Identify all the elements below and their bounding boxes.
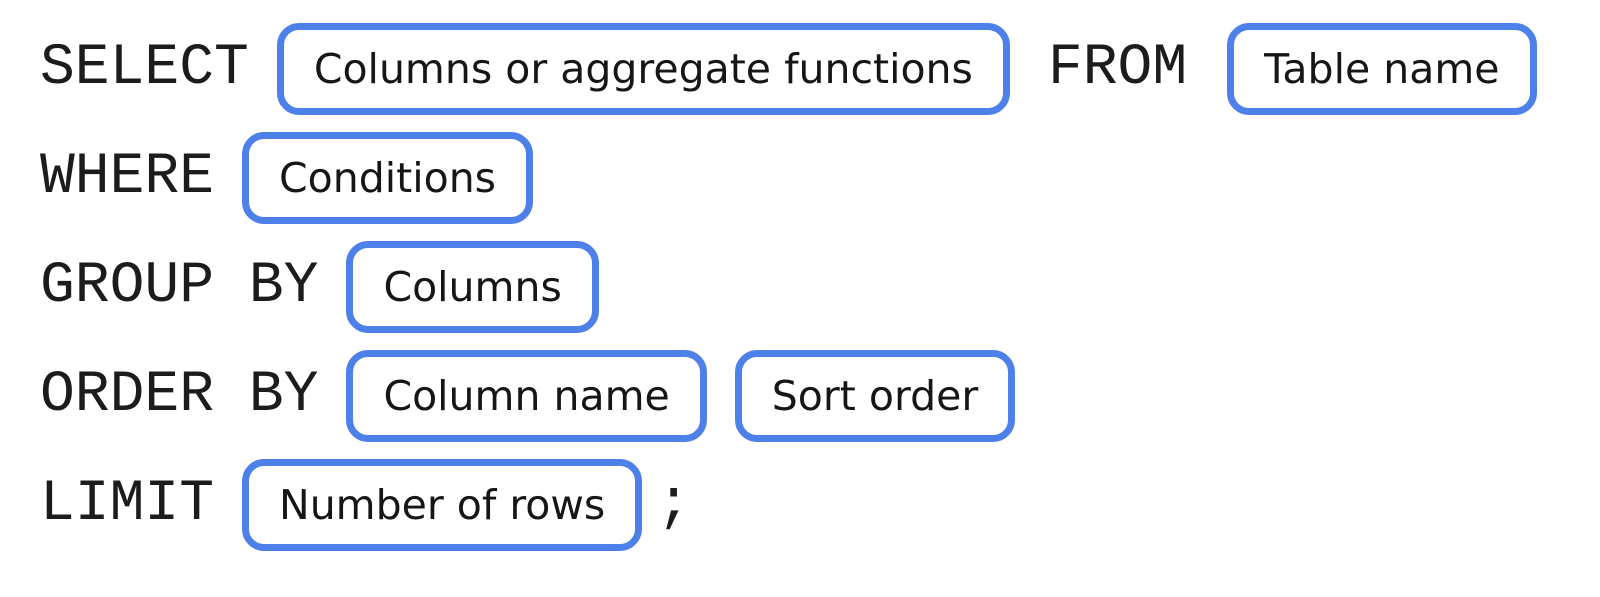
keyword-group-by: GROUP BY [40, 254, 319, 319]
placeholder-sort-order: Sort order [734, 350, 1016, 442]
placeholder-number-of-rows: Number of rows [242, 459, 643, 551]
clause-row-select: SELECT Columns or aggregate functions FR… [40, 23, 1600, 115]
clause-row-where: WHERE Conditions [40, 132, 1600, 224]
placeholder-group-columns: Columns [346, 241, 599, 333]
keyword-order-by: ORDER BY [40, 363, 319, 428]
clause-row-limit: LIMIT Number of rows ; [40, 459, 1600, 551]
placeholder-table-name: Table name [1227, 23, 1537, 115]
keyword-select: SELECT [40, 36, 249, 101]
keyword-from: FROM [1047, 36, 1188, 101]
keyword-limit: LIMIT [40, 472, 215, 537]
placeholder-conditions: Conditions [242, 132, 534, 224]
placeholder-order-column-name: Column name [346, 350, 707, 442]
clause-row-group-by: GROUP BY Columns [40, 241, 1600, 333]
placeholder-select-columns: Columns or aggregate functions [276, 23, 1010, 115]
statement-terminator-semicolon: ; [656, 472, 692, 537]
keyword-where: WHERE [40, 145, 215, 210]
clause-row-order-by: ORDER BY Column name Sort order [40, 350, 1600, 442]
